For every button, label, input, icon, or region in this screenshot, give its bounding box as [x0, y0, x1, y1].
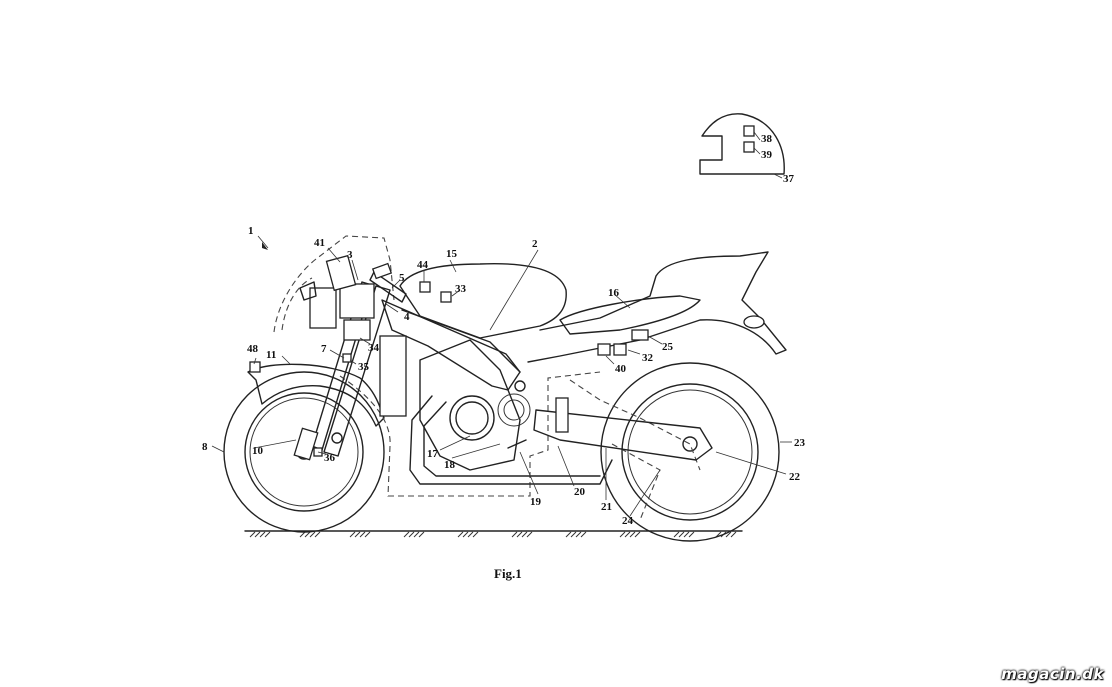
figure-caption: Fig.1	[494, 566, 522, 581]
label-23: 23	[794, 437, 806, 449]
ground-hatch-mark	[526, 531, 533, 538]
ground-hatch-mark	[403, 531, 410, 538]
ground-hatch-mark	[511, 531, 518, 538]
ground-hatch-mark	[467, 531, 474, 538]
label-20: 20	[574, 486, 586, 498]
ground-hatch-mark	[249, 531, 256, 538]
helmet-inset	[699, 113, 785, 175]
ground-hatch-mark	[349, 531, 356, 538]
label-32: 32	[642, 352, 654, 364]
label-17: 17	[427, 448, 439, 460]
ground-hatch-mark	[314, 531, 321, 538]
ground-hatch-mark	[354, 531, 361, 538]
ground-hatch-mark	[678, 531, 685, 538]
label-44: 44	[417, 259, 429, 271]
label-34: 34	[368, 342, 380, 354]
arrow-icon	[262, 242, 268, 250]
rear-shock	[555, 397, 569, 433]
ground-hatch-mark	[299, 531, 306, 538]
label-35: 35	[358, 361, 370, 373]
watermark-text: magacin.dk	[1001, 665, 1104, 683]
ground-hatch-mark	[462, 531, 469, 538]
ground-hatch-mark	[570, 531, 577, 538]
label-39: 39	[761, 149, 773, 161]
label-8: 8	[202, 441, 208, 453]
ground-hatch-mark	[254, 531, 261, 538]
label-40: 40	[615, 363, 627, 375]
tail-light	[743, 315, 765, 329]
exhaust-pipe	[409, 395, 613, 485]
label-19: 19	[530, 496, 542, 508]
ground-hatch-mark	[575, 531, 582, 538]
label-25: 25	[662, 341, 674, 353]
ground-hatch-mark	[725, 531, 732, 538]
ground-hatch-mark	[521, 531, 528, 538]
ground-hatch-mark	[418, 531, 425, 538]
headlight-unit	[299, 254, 375, 329]
engine-cowl-outline	[339, 371, 601, 497]
rear-wheel	[600, 362, 780, 542]
ground-hatch-mark	[624, 531, 631, 538]
label-38: 38	[761, 133, 773, 145]
tail-cowl	[527, 251, 787, 363]
label-4: 4	[404, 311, 410, 323]
label-3: 3	[347, 249, 353, 261]
ground-hatch-mark	[304, 531, 311, 538]
label-16: 16	[608, 287, 620, 299]
ground-hatch-mark	[413, 531, 420, 538]
ground-hatch-mark	[629, 531, 636, 538]
rear-linkage-outline	[569, 379, 701, 521]
label-1: 1	[248, 225, 254, 237]
ground-hatch-mark	[683, 531, 690, 538]
label-11: 11	[266, 349, 276, 361]
handlebar	[369, 262, 407, 303]
ground-hatch-mark	[730, 531, 737, 538]
ground-hatch-mark	[259, 531, 266, 538]
label-10: 10	[252, 445, 264, 457]
ground-hatch-mark	[516, 531, 523, 538]
main-frame	[381, 299, 521, 391]
ground-hatch-mark	[565, 531, 572, 538]
ground-hatch-mark	[457, 531, 464, 538]
engine	[379, 335, 531, 471]
label-15: 15	[446, 248, 458, 260]
label-7: 7	[321, 343, 327, 355]
label-18: 18	[444, 459, 456, 471]
leader-lines	[211, 131, 792, 517]
ground-hatch-mark	[580, 531, 587, 538]
ground-line	[244, 530, 743, 538]
label-48: 48	[247, 343, 259, 355]
front-fender	[247, 363, 385, 427]
ground-hatch-mark	[309, 531, 316, 538]
fuel-tank	[399, 263, 567, 339]
ground-hatch-mark	[359, 531, 366, 538]
ground-hatch-mark	[673, 531, 680, 538]
ground-hatch-mark	[472, 531, 479, 538]
label-2: 2	[532, 238, 538, 250]
label-24: 24	[622, 515, 634, 527]
label-5: 5	[399, 272, 405, 284]
ground-hatch-mark	[619, 531, 626, 538]
label-41: 41	[314, 237, 325, 249]
ground-hatch-mark	[408, 531, 415, 538]
seat	[559, 295, 701, 335]
label-21: 21	[601, 501, 612, 513]
ground-hatch-mark	[688, 531, 695, 538]
label-22: 22	[789, 471, 801, 483]
label-36: 36	[324, 452, 336, 464]
ground-hatch-mark	[364, 531, 371, 538]
label-33: 33	[455, 283, 467, 295]
ground-hatch-mark	[264, 531, 271, 538]
swingarm	[533, 409, 713, 461]
side-stand	[507, 439, 527, 449]
ground-hatch-mark	[634, 531, 641, 538]
label-37: 37	[783, 173, 795, 185]
reference-numerals: 1 2 3 4 5 7 8 10 11 15 16 17 18 19 20 21…	[202, 133, 806, 527]
